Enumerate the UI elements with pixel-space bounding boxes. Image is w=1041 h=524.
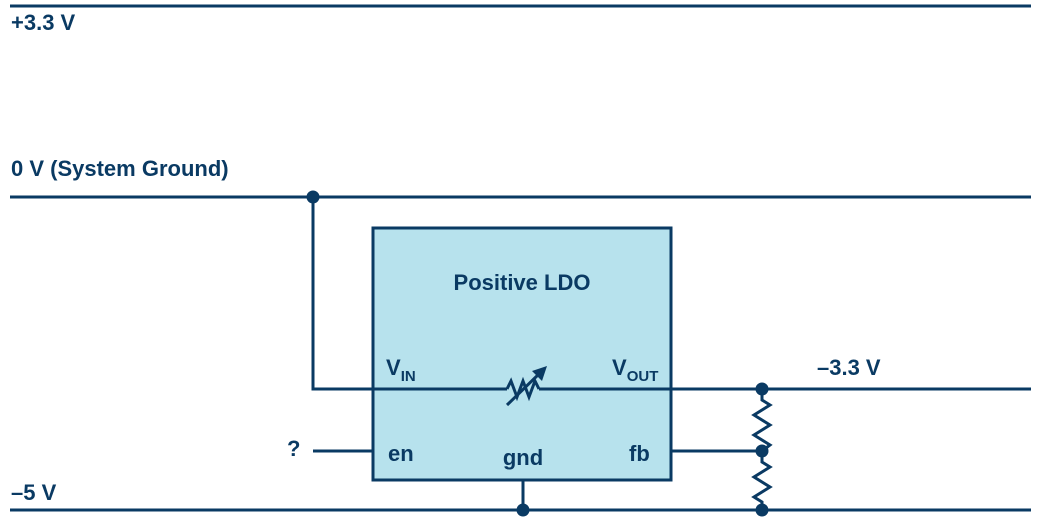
output-label: –3.3 V: [817, 355, 881, 380]
vin-wire: [311, 197, 373, 391]
ground-junction-dot: [306, 190, 320, 204]
divider-lower-resistor: [751, 451, 773, 510]
variable-arrow-shaft: [505, 370, 543, 407]
gnd-junction-dot: [516, 503, 530, 517]
rail-neg5-label: –5 V: [11, 480, 57, 505]
pin-gnd-label: gnd: [503, 445, 543, 470]
rail-pos33-label: +3.3 V: [11, 10, 76, 35]
pin-vin-label: VIN: [386, 355, 416, 385]
output-junction-dot: [755, 382, 769, 396]
pass-resistor-zigzag: [505, 376, 541, 402]
ldo-title: Positive LDO: [454, 270, 591, 295]
pin-vout-label: VOUT: [612, 355, 658, 385]
rail-ground-label: 0 V (System Ground): [11, 156, 229, 181]
pin-fb-label: fb: [629, 441, 650, 466]
variable-arrow-head: [532, 366, 547, 381]
divider-bottom-dot: [755, 503, 769, 517]
divider-upper-resistor: [751, 389, 773, 453]
enable-source-label: ?: [287, 436, 300, 461]
fb-junction-dot: [755, 444, 769, 458]
pin-en-label: en: [388, 441, 414, 466]
ldo-box: [371, 226, 673, 482]
